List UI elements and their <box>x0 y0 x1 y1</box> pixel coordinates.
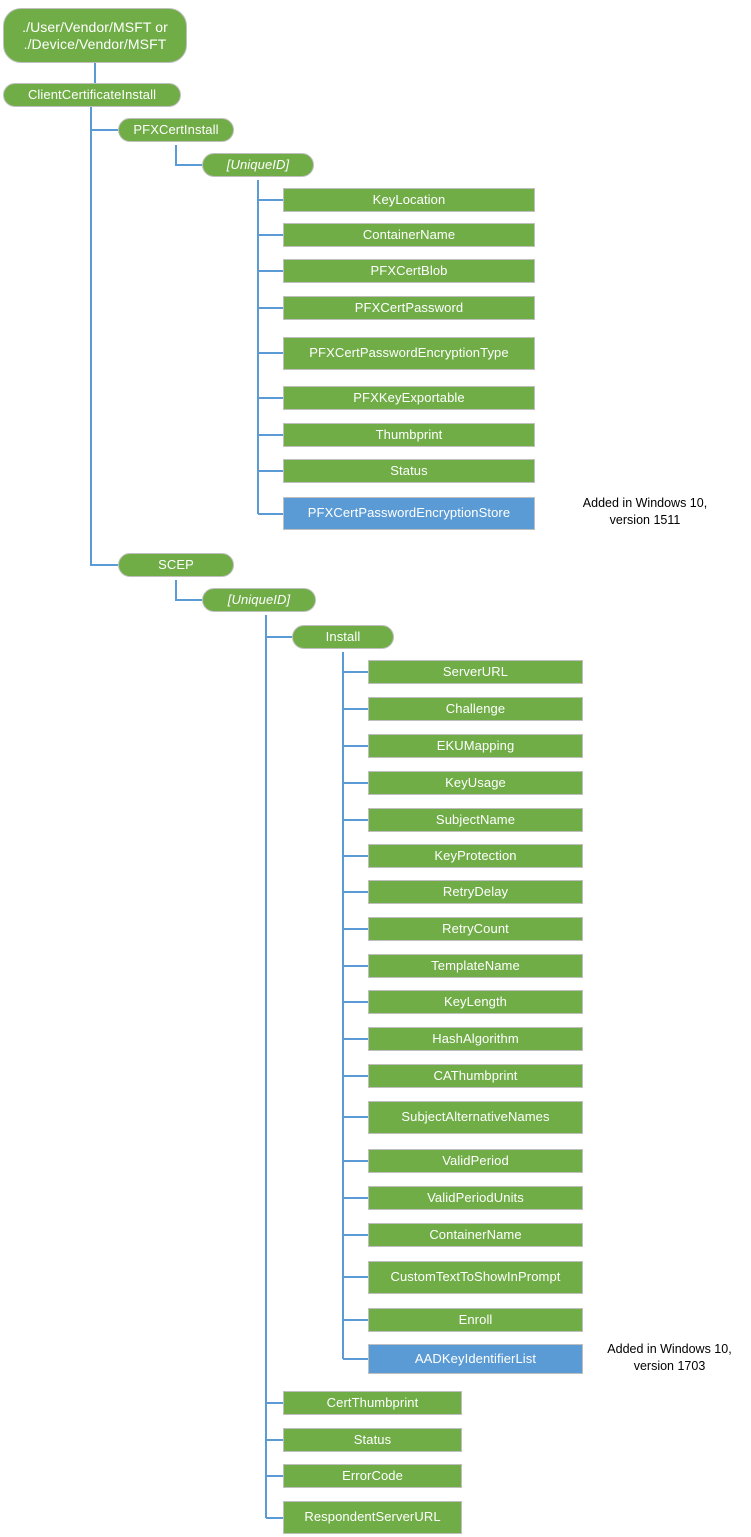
node-root[interactable]: ./User/Vendor/MSFT or ./Device/Vendor/MS… <box>3 8 187 63</box>
node-aad-key-identifier-list[interactable]: AADKeyIdentifierList <box>368 1344 583 1374</box>
annotation-scep-added-in-windows: Added in Windows 10, version 1703 <box>607 1342 732 1373</box>
node-scep-status[interactable]: Status <box>283 1428 462 1452</box>
node-retry-count[interactable]: RetryCount <box>368 917 583 941</box>
node-hash-algorithm[interactable]: HashAlgorithm <box>368 1027 583 1051</box>
node-ca-thumbprint[interactable]: CAThumbprint <box>368 1064 583 1088</box>
node-custom-text-to-show-in-prompt[interactable]: CustomTextToShowInPrompt <box>368 1261 583 1294</box>
node-install-container-name[interactable]: ContainerName <box>368 1223 583 1247</box>
node-key-usage[interactable]: KeyUsage <box>368 771 583 795</box>
node-container-name[interactable]: ContainerName <box>283 223 535 247</box>
node-server-url[interactable]: ServerURL <box>368 660 583 684</box>
node-respondent-server-url[interactable]: RespondentServerURL <box>283 1501 462 1534</box>
node-key-location[interactable]: KeyLocation <box>283 188 535 212</box>
node-retry-delay[interactable]: RetryDelay <box>368 880 583 904</box>
node-scep[interactable]: SCEP <box>118 553 234 577</box>
node-scep-install[interactable]: Install <box>292 625 394 649</box>
node-pfx-cert-install[interactable]: PFXCertInstall <box>118 118 234 142</box>
node-key-protection[interactable]: KeyProtection <box>368 844 583 868</box>
annotation-pfx-added-in-windows: Added in Windows 10, version 1511 <box>582 496 708 527</box>
node-pfx-cert-blob[interactable]: PFXCertBlob <box>283 259 535 283</box>
node-pfx-key-exportable[interactable]: PFXKeyExportable <box>283 386 535 410</box>
node-client-certificate-install[interactable]: ClientCertificateInstall <box>3 83 181 107</box>
node-pfx-unique-id[interactable]: [UniqueID] <box>202 153 314 177</box>
node-subject-alternative-names[interactable]: SubjectAlternativeNames <box>368 1101 583 1134</box>
node-template-name[interactable]: TemplateName <box>368 954 583 978</box>
node-subject-name[interactable]: SubjectName <box>368 808 583 832</box>
node-status[interactable]: Status <box>283 459 535 483</box>
node-thumbprint[interactable]: Thumbprint <box>283 423 535 447</box>
node-error-code[interactable]: ErrorCode <box>283 1464 462 1488</box>
node-pfx-cert-password-encryption-type[interactable]: PFXCertPasswordEncryptionType <box>283 337 535 370</box>
node-enroll[interactable]: Enroll <box>368 1308 583 1332</box>
node-challenge[interactable]: Challenge <box>368 697 583 721</box>
node-pfx-cert-password-encryption-store[interactable]: PFXCertPasswordEncryptionStore <box>283 497 535 530</box>
node-eku-mapping[interactable]: EKUMapping <box>368 734 583 758</box>
node-valid-period[interactable]: ValidPeriod <box>368 1149 583 1173</box>
node-pfx-cert-password[interactable]: PFXCertPassword <box>283 296 535 320</box>
node-key-length[interactable]: KeyLength <box>368 990 583 1014</box>
node-scep-unique-id[interactable]: [UniqueID] <box>202 588 316 612</box>
node-cert-thumbprint[interactable]: CertThumbprint <box>283 1391 462 1415</box>
node-valid-period-units[interactable]: ValidPeriodUnits <box>368 1186 583 1210</box>
